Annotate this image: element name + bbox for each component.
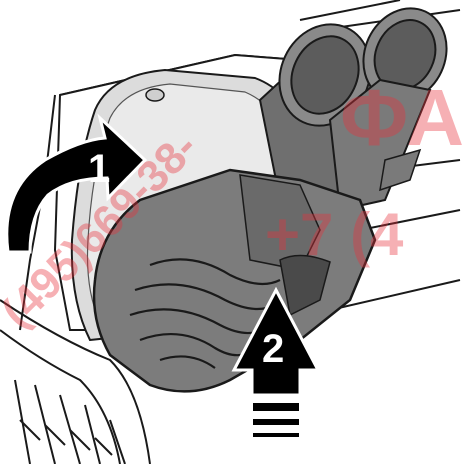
- watermark-side: ФА: [340, 73, 462, 162]
- callout-2: 2: [262, 327, 284, 371]
- callout-1: 1: [88, 147, 110, 191]
- watermark-phone-2: +7 (4: [265, 201, 404, 268]
